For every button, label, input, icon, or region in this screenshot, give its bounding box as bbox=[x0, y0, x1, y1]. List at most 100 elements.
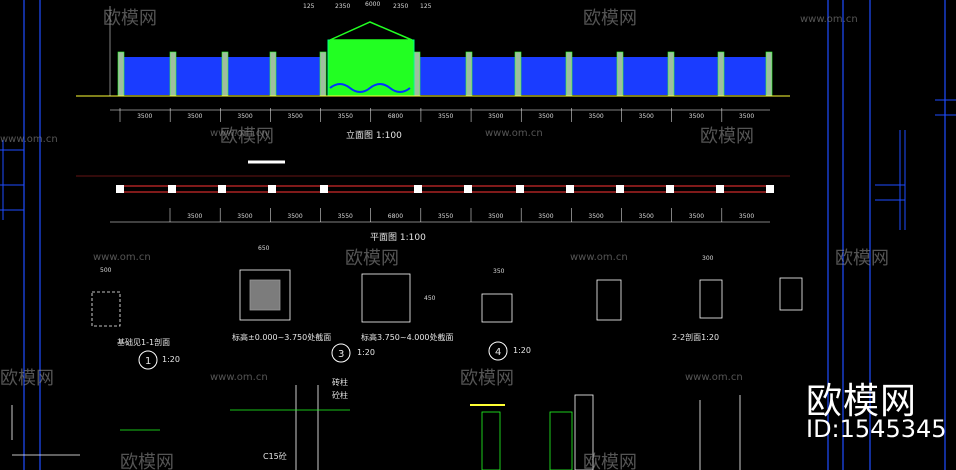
watermark-cn: 欧模网 bbox=[460, 368, 514, 389]
plan-post bbox=[168, 185, 176, 193]
plan-post bbox=[218, 185, 226, 193]
drawing-frame bbox=[23, 0, 946, 470]
plan-post bbox=[414, 185, 422, 193]
detail-sections bbox=[91, 269, 803, 327]
marker-1-text: 1 bbox=[145, 356, 151, 367]
watermark-site: www.om.cn bbox=[485, 128, 543, 139]
dim-label: 3500 bbox=[187, 113, 202, 120]
plan-view bbox=[76, 160, 790, 223]
section-marker-3: 3 1:20 bbox=[331, 343, 375, 363]
watermark-cn: 欧模网 bbox=[220, 126, 274, 147]
pile-note-a: 标高±0.000~3.750处截面 bbox=[232, 332, 331, 342]
dim-450: 450 bbox=[424, 295, 436, 302]
plan-post bbox=[116, 185, 124, 193]
dim-label: 3500 bbox=[137, 113, 152, 120]
watermark-site: www.om.cn bbox=[570, 252, 628, 263]
elevation-view bbox=[76, 6, 790, 111]
plan-post bbox=[616, 185, 624, 193]
dim-label: 3500 bbox=[739, 213, 754, 220]
section-3-scale: 1:20 bbox=[357, 348, 375, 357]
left-title-block bbox=[0, 140, 24, 220]
watermark-cn: 欧模网 bbox=[103, 8, 157, 29]
dim-label: 6800 bbox=[388, 213, 403, 220]
lower-sections bbox=[11, 385, 741, 470]
watermark-site: www.om.cn bbox=[0, 134, 58, 145]
plan-post bbox=[268, 185, 276, 193]
plan-post bbox=[320, 185, 328, 193]
plan-post bbox=[716, 185, 724, 193]
top-dim-3: 2350 bbox=[393, 3, 408, 10]
watermark-cn: 欧模网 bbox=[583, 8, 637, 29]
dim-label: 3500 bbox=[639, 113, 654, 120]
plan-posts bbox=[116, 185, 774, 193]
section-marker-4: 4 1:20 bbox=[488, 341, 531, 361]
dim-label: 3500 bbox=[237, 113, 252, 120]
dim-label: 3500 bbox=[488, 113, 503, 120]
watermark-cn: 欧模网 bbox=[120, 452, 174, 470]
label-c15: C15砼 bbox=[263, 451, 287, 461]
dim-label: 3500 bbox=[538, 113, 553, 120]
plan-title: 平面图 1:100 bbox=[370, 232, 426, 243]
watermarks: 欧模网 欧模网 www.om.cn www.om.cn 欧模网 www.om.c… bbox=[0, 8, 889, 470]
plan-post bbox=[516, 185, 524, 193]
label-brick-pillar: 砖柱 bbox=[332, 377, 348, 387]
plan-post bbox=[766, 185, 774, 193]
dim-label: 6800 bbox=[388, 113, 403, 120]
watermark-cn: 欧模网 bbox=[0, 368, 54, 389]
dim-350: 350 bbox=[493, 268, 505, 275]
top-dim-0: 125 bbox=[303, 3, 315, 10]
section-1-scale: 1:20 bbox=[162, 355, 180, 364]
section-1-note: 基础见1-1剖面 bbox=[117, 337, 170, 347]
dim-label: 3550 bbox=[438, 213, 453, 220]
top-dim-1: 2350 bbox=[335, 3, 350, 10]
dim-label: 3500 bbox=[288, 113, 303, 120]
elevation-dim-row: 3500 3500 3500 3500 3550 6800 3550 3500 3500 3500… bbox=[119, 108, 754, 122]
dim-label: 3500 bbox=[689, 213, 704, 220]
brand-id: ID:1545345 bbox=[806, 415, 947, 443]
dim-label: 3500 bbox=[237, 213, 252, 220]
watermark-site: www.om.cn bbox=[685, 372, 743, 383]
marker-4-text: 4 bbox=[495, 347, 501, 358]
top-dim-4: 125 bbox=[420, 3, 432, 10]
dim-label: 3500 bbox=[538, 213, 553, 220]
plan-post bbox=[464, 185, 472, 193]
dim-label: 3500 bbox=[739, 113, 754, 120]
watermark-site: www.om.cn bbox=[210, 128, 268, 139]
dim-300: 300 bbox=[702, 255, 714, 262]
section-4-scale: 1:20 bbox=[513, 346, 531, 355]
watermark-site: www.om.cn bbox=[800, 14, 858, 25]
dim-label: 3500 bbox=[639, 213, 654, 220]
brand-logo-text: 欧模网 bbox=[806, 381, 918, 422]
elevation-title: 立面图 1:100 bbox=[346, 129, 402, 141]
pile-note-b: 标高3.750~4.000处截面 bbox=[361, 332, 454, 342]
right-title-block bbox=[875, 99, 956, 230]
plan-post bbox=[566, 185, 574, 193]
top-dim-2: 6000 bbox=[365, 1, 380, 8]
fence-right bbox=[415, 57, 770, 95]
watermark-site: www.om.cn bbox=[93, 252, 151, 263]
watermark-cn: 欧模网 bbox=[345, 248, 399, 269]
watermark-cn: 欧模网 bbox=[583, 452, 637, 470]
dim-label: 3550 bbox=[338, 213, 353, 220]
gate-top bbox=[329, 21, 413, 41]
dim-label: 3500 bbox=[588, 113, 603, 120]
marker-3-text: 3 bbox=[338, 349, 344, 360]
fence-pillars bbox=[117, 51, 773, 97]
gate-wave bbox=[329, 83, 411, 93]
watermark-cn: 欧模网 bbox=[700, 126, 754, 147]
dim-label: 3500 bbox=[588, 213, 603, 220]
plan-post bbox=[666, 185, 674, 193]
dim-label: 3500 bbox=[187, 213, 202, 220]
dim-650: 650 bbox=[258, 245, 270, 252]
label-concrete-pillar: 砼柱 bbox=[332, 390, 348, 400]
watermark-cn: 欧模网 bbox=[835, 248, 889, 269]
dim-500: 500 bbox=[100, 267, 112, 274]
dim-label: 3500 bbox=[287, 213, 302, 220]
dim-label: 3550 bbox=[438, 113, 453, 120]
plan-dim-row: 3500 3500 3500 3550 6800 3550 3500 3500 3500 3500… bbox=[169, 208, 754, 222]
detail-2-title: 2-2剖面1:20 bbox=[672, 332, 719, 342]
section-marker-1: 1 1:20 bbox=[138, 350, 180, 370]
watermark-site: www.om.cn bbox=[210, 372, 268, 383]
dim-label: 3550 bbox=[338, 113, 353, 120]
